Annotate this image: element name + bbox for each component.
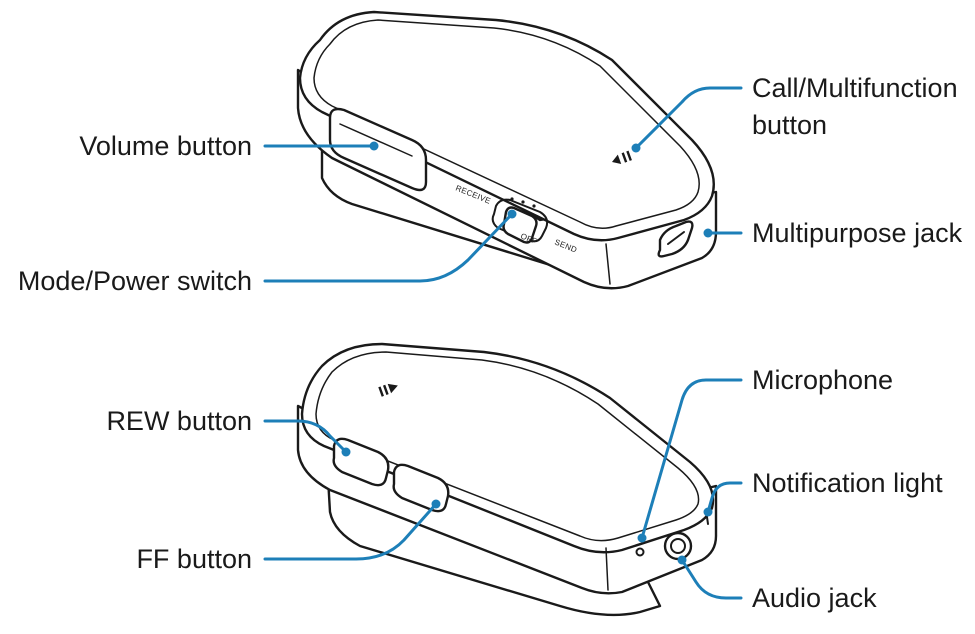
microphone: [635, 547, 645, 557]
callout-mic: [640, 378, 743, 540]
shell-bottom-inner: [315, 351, 700, 542]
switch-dot: [532, 204, 536, 208]
label-ff-button: FF button: [136, 544, 252, 574]
callout-call-dot: [631, 143, 641, 153]
callout-mic-dot: [637, 533, 647, 543]
label-mode-power-switch: Mode/Power switch: [18, 266, 252, 296]
callout-call: [634, 86, 743, 150]
switch-dot: [510, 197, 514, 201]
audio-jack[interactable]: [663, 531, 693, 561]
callout-mode: [263, 212, 514, 283]
label-call-multifunction-2: button: [752, 110, 827, 140]
play-pause-icon[interactable]: [610, 150, 632, 167]
volume-button-inner: [339, 123, 413, 157]
callout-audio: [680, 558, 743, 600]
label-volume-button: Volume button: [79, 131, 252, 161]
callout-rew-dot: [341, 447, 351, 457]
callout-volume-dot: [369, 141, 379, 151]
callout-audio-dot: [677, 555, 687, 565]
label-notification-light: Notification light: [752, 468, 943, 498]
front-face-line: [605, 243, 611, 285]
switch-slot: [491, 198, 549, 243]
device-bottom: [296, 342, 718, 617]
callout-ff-dot: [431, 499, 441, 509]
label-audio-jack: Audio jack: [752, 583, 877, 613]
shell-top-inner: [313, 19, 700, 229]
volume-button[interactable]: [328, 107, 428, 192]
switch-dot: [521, 200, 525, 204]
audio-jack-inner: [670, 538, 686, 554]
callout-ff: [263, 502, 438, 561]
label-call-multifunction: Call/Multifunction: [752, 73, 958, 103]
callout-mpjack-dot: [703, 228, 713, 238]
callout-notif: [706, 481, 743, 514]
label-multipurpose-jack: Multipurpose jack: [752, 218, 963, 248]
multipurpose-jack-inner: [667, 231, 685, 245]
callout-rew: [263, 419, 348, 454]
shell-top: [298, 10, 715, 242]
label-microphone: Microphone: [752, 365, 893, 395]
label-rew-button: REW button: [106, 406, 252, 436]
ff-button[interactable]: [392, 463, 450, 513]
callout-mode-dot: [507, 209, 517, 219]
callout-notif-dot: [703, 507, 713, 517]
device-top: RECEIVE OFF SEND: [296, 10, 718, 290]
front-face-line-bottom: [605, 547, 609, 591]
play-pause-icon: [378, 383, 398, 397]
